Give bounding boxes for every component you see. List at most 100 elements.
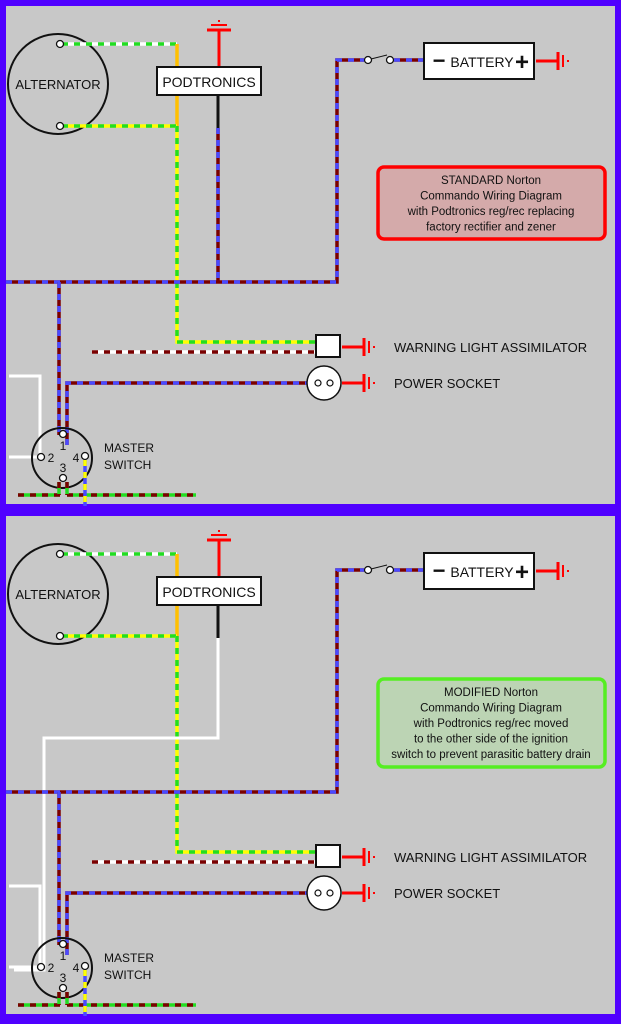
battery-minus-icon: −	[433, 558, 446, 583]
wire-stripe	[175, 636, 318, 854]
note-line: factory rectifier and zener	[426, 222, 556, 234]
alternator-terminal	[55, 631, 65, 641]
wire-stripe	[6, 568, 364, 794]
note-line: to the other side of the ignition	[414, 734, 568, 746]
note-line: MODIFIED Norton	[444, 687, 538, 699]
battery-box	[423, 552, 535, 590]
note-box	[376, 677, 607, 769]
ground-dot	[373, 856, 375, 858]
podtronics-ground-icon	[207, 20, 231, 67]
switch-pin-2	[36, 962, 46, 972]
alternator-label: ALTERNATOR	[15, 77, 100, 92]
ground-dot	[218, 20, 220, 22]
ground-dot	[373, 892, 375, 894]
wire-base	[9, 884, 42, 967]
note-line: Commando Wiring Diagram	[420, 191, 562, 203]
wire-stripe	[65, 381, 308, 445]
battery-plus-icon: +	[515, 559, 529, 586]
power-socket-label: POWER SOCKET	[394, 376, 500, 391]
white-wire-left	[9, 884, 42, 967]
switch-pin-2	[36, 452, 46, 462]
ground-dot	[567, 570, 569, 572]
alternator-terminal	[55, 549, 65, 559]
key-switch-terminal	[385, 565, 395, 575]
power-socket-wire-brown-blue	[65, 891, 308, 955]
battery-minus-icon: −	[433, 48, 446, 73]
power-socket-label: POWER SOCKET	[394, 886, 500, 901]
ground-dot	[218, 530, 220, 532]
warning-light-box	[315, 334, 341, 358]
switch-pin-4-label: 4	[73, 961, 80, 975]
key-switch-blade	[370, 54, 388, 60]
main-harness-brown-blue	[6, 568, 364, 794]
warning-light-wire-green-yellow	[175, 636, 318, 854]
switch-pin-1-label: 1	[60, 949, 67, 963]
master-switch-label: MASTER	[104, 951, 154, 965]
podtronics-box	[156, 576, 262, 606]
master-switch-body[interactable]	[31, 427, 93, 489]
wire-base	[9, 374, 42, 457]
note-line: with Podtronics reg/rec moved	[413, 718, 569, 730]
note-line: switch to prevent parasitic battery drai…	[391, 749, 590, 761]
warning-light-label: WARNING LIGHT ASSIMILATOR	[394, 850, 587, 865]
podtronics-wire-white-to-switch	[14, 638, 220, 972]
power-socket-icon	[306, 365, 342, 401]
podtronics-box	[156, 66, 262, 96]
battery-ground-icon	[536, 52, 569, 70]
power-socket-ground-icon	[342, 374, 375, 392]
switch-pin-1-label: 1	[60, 439, 67, 453]
key-switch-terminal	[363, 55, 373, 65]
wire-stripe	[6, 58, 364, 284]
key-switch-terminal	[363, 565, 373, 575]
wire-base	[14, 638, 220, 972]
warning-light-wire-green-yellow	[175, 126, 318, 344]
note-line: with Podtronics reg/rec replacing	[407, 206, 575, 218]
key-switch-blade	[370, 564, 388, 570]
socket-pin	[314, 379, 322, 387]
switch-pin-4	[80, 961, 90, 971]
socket-pin	[314, 889, 322, 897]
podtronics-ground-icon	[207, 530, 231, 577]
switch-pin-3-label: 3	[60, 461, 67, 475]
podtronics-label: PODTRONICS	[162, 74, 255, 90]
note-box	[376, 165, 607, 241]
warning-light-ground-icon	[342, 848, 375, 866]
podtronics-label: PODTRONICS	[162, 584, 255, 600]
switch-pin-3	[58, 473, 68, 483]
switch-pin-2-label: 2	[48, 451, 55, 465]
main-harness-brown-blue	[6, 58, 364, 284]
panel-modified: ALTERNATOR PODTRONICS −BATTERY+ MODIFIED No…	[6, 516, 615, 1016]
wire-stripe	[175, 126, 318, 344]
master-switch-label: SWITCH	[104, 968, 151, 982]
battery-label: BATTERY	[450, 564, 514, 580]
warning-light-ground-icon	[342, 338, 375, 356]
switch-pin-3-label: 3	[60, 971, 67, 985]
alternator-circle	[7, 543, 109, 645]
alternator-terminal	[55, 121, 65, 131]
battery-ground-icon	[536, 562, 569, 580]
master-switch-label: MASTER	[104, 441, 154, 455]
switch-pin-1	[58, 939, 68, 949]
battery-box	[423, 42, 535, 80]
white-wire-left	[9, 374, 42, 457]
alternator-label: ALTERNATOR	[15, 587, 100, 602]
power-socket-icon	[306, 875, 342, 911]
alternator-circle	[7, 33, 109, 135]
master-switch-label: SWITCH	[104, 458, 151, 472]
ground-dot	[373, 382, 375, 384]
switch-pin-1	[58, 429, 68, 439]
socket-pin	[326, 889, 334, 897]
alternator-terminal	[55, 39, 65, 49]
switch-pin-4-label: 4	[73, 451, 80, 465]
battery-plus-icon: +	[515, 49, 529, 76]
master-switch-body[interactable]	[31, 937, 93, 999]
wire-stripe	[65, 891, 308, 955]
warning-light-label: WARNING LIGHT ASSIMILATOR	[394, 340, 587, 355]
note-line: Commando Wiring Diagram	[420, 703, 562, 715]
power-socket-wire-brown-blue	[65, 381, 308, 445]
ground-dot	[567, 60, 569, 62]
switch-pin-4	[80, 451, 90, 461]
battery-label: BATTERY	[450, 54, 514, 70]
warning-light-box	[315, 844, 341, 868]
